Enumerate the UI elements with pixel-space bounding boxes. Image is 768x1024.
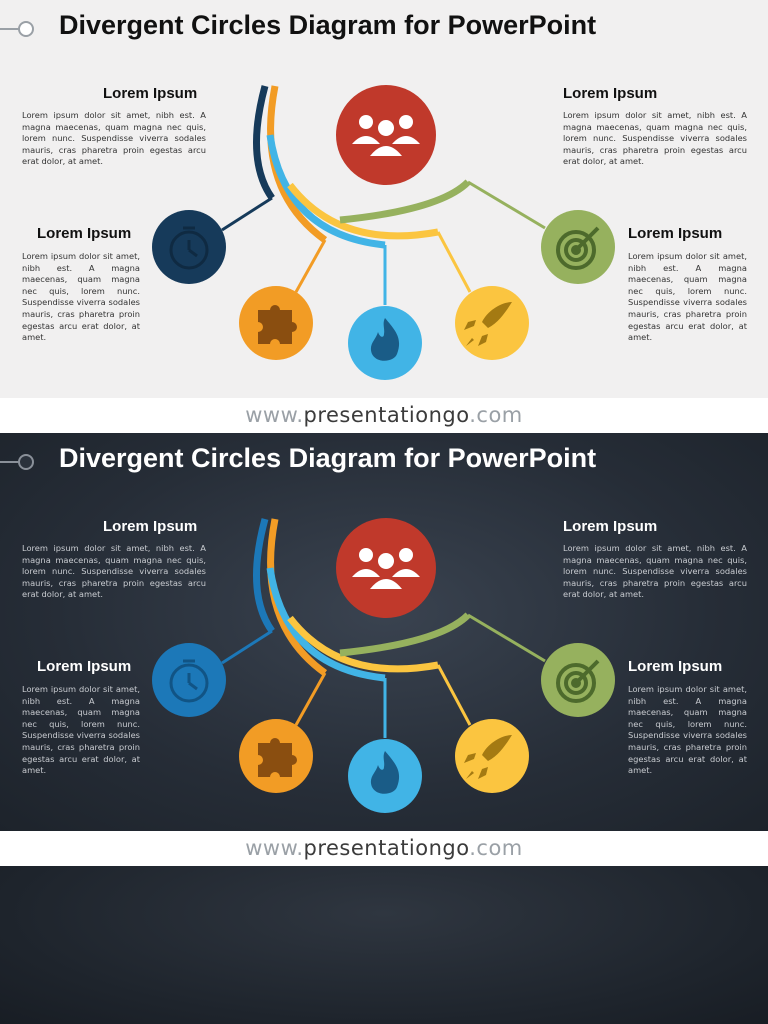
- footer-brand: presentationgo: [303, 403, 470, 427]
- slide-dark: Divergent Circles Diagram for PowerPoint: [0, 433, 768, 831]
- team-icon: [352, 548, 420, 589]
- stopwatch-icon: [169, 659, 209, 703]
- footer-prefix: www.: [245, 836, 304, 860]
- heading-top-right: Lorem Ipsum: [563, 85, 658, 102]
- footer-suffix: .com: [469, 836, 523, 860]
- background-panel: [0, 866, 768, 1024]
- target-icon: [556, 226, 600, 270]
- text-mid-right: Lorem ipsum dolor sit amet, nibh est. A …: [628, 684, 747, 776]
- text-top-right: Lorem ipsum dolor sit amet, nibh est. A …: [563, 110, 747, 167]
- heading-mid-right: Lorem Ipsum: [628, 658, 723, 675]
- puzzle-icon: [258, 305, 297, 344]
- text-top-left: Lorem ipsum dolor sit amet, nibh est. A …: [22, 543, 206, 600]
- flame-icon: [370, 318, 400, 361]
- footer-url[interactable]: www.presentationgo.com: [0, 398, 768, 433]
- arc-sky: [266, 134, 386, 249]
- flame-icon: [370, 751, 400, 794]
- divergent-circles-diagram: [152, 518, 615, 813]
- title-pin-icon: [0, 21, 34, 37]
- team-icon: [352, 115, 420, 156]
- heading-mid-left: Lorem Ipsum: [37, 658, 132, 675]
- slide-light: Divergent Circles Diagram for PowerPoint: [0, 0, 768, 398]
- footer-prefix: www.: [245, 403, 304, 427]
- text-top-right: Lorem ipsum dolor sit amet, nibh est. A …: [563, 543, 747, 600]
- text-mid-right: Lorem ipsum dolor sit amet, nibh est. A …: [628, 251, 747, 343]
- heading-top-left: Lorem Ipsum: [103, 518, 198, 535]
- arc-orange: [267, 85, 328, 243]
- page-title: Divergent Circles Diagram for PowerPoint: [59, 443, 597, 473]
- heading-top-right: Lorem Ipsum: [563, 518, 658, 535]
- heading-mid-left: Lorem Ipsum: [37, 225, 132, 242]
- page-title: Divergent Circles Diagram for PowerPoint: [59, 10, 597, 40]
- footer-brand: presentationgo: [303, 836, 470, 860]
- arc-navy: [253, 85, 275, 201]
- heading-top-left: Lorem Ipsum: [103, 85, 198, 102]
- arc-yellow: [287, 182, 439, 240]
- text-mid-left: Lorem ipsum dolor sit amet, nibh est. A …: [22, 684, 140, 776]
- title-pin-icon: [0, 454, 34, 470]
- footer-url[interactable]: www.presentationgo.com: [0, 831, 768, 866]
- footer-suffix: .com: [469, 403, 523, 427]
- arc-green: [339, 179, 471, 224]
- heading-mid-right: Lorem Ipsum: [628, 225, 723, 242]
- target-icon: [556, 659, 600, 703]
- text-mid-left: Lorem ipsum dolor sit amet, nibh est. A …: [22, 251, 140, 343]
- puzzle-icon: [258, 738, 297, 777]
- rocket-icon: [464, 735, 512, 779]
- divergent-circles-diagram: [152, 85, 615, 380]
- stopwatch-icon: [169, 226, 209, 270]
- text-top-left: Lorem ipsum dolor sit amet, nibh est. A …: [22, 110, 206, 167]
- rocket-icon: [464, 302, 512, 346]
